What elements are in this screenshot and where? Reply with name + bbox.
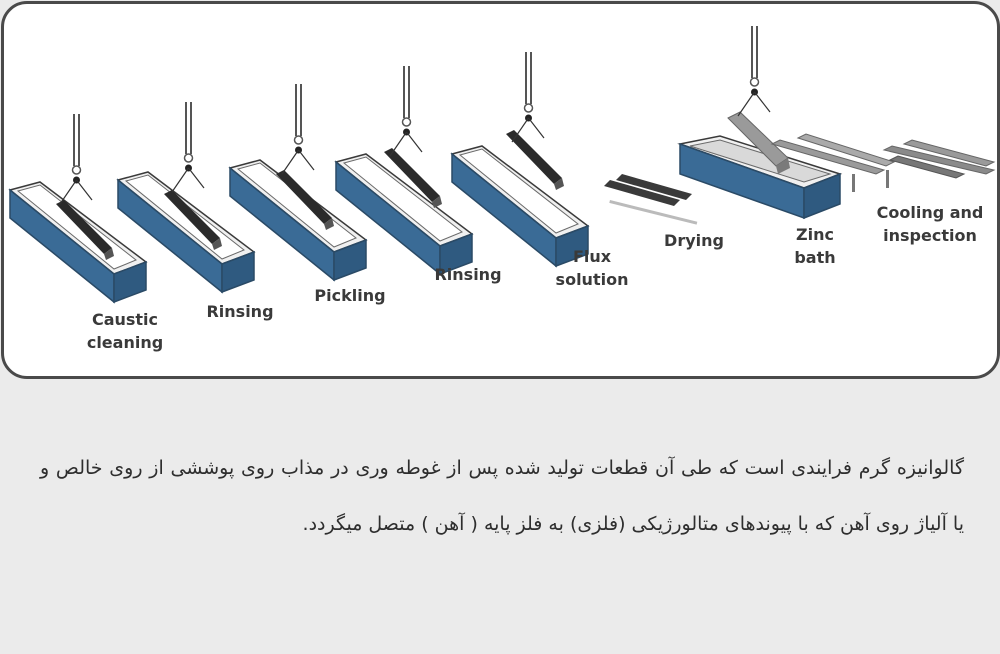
label-zinc-bath: Zinc bath <box>794 225 836 267</box>
label-rinsing-1: Rinsing <box>206 302 274 321</box>
label-flux-solution: Flux solution <box>555 247 629 289</box>
caption-text: گالوانیزه گرم فرایندی است که طی آن قطعات… <box>40 457 964 535</box>
hanger-zinc-bath <box>737 25 771 117</box>
label-drying: Drying <box>664 231 724 250</box>
process-diagram: Caustic cleaning Rinsing Pickling Rinsin… <box>1 1 1000 379</box>
label-rinsing-2: Rinsing <box>434 265 502 284</box>
hanger-pickling <box>281 83 315 175</box>
hanger-caustic-cleaning <box>59 113 93 205</box>
tank-zinc-bath <box>677 111 843 220</box>
cooling-beams <box>770 133 996 192</box>
label-caustic-cleaning: Caustic cleaning <box>86 310 164 352</box>
hanger-flux-solution <box>511 51 545 143</box>
drying-beams <box>604 174 698 225</box>
label-pickling: Pickling <box>314 286 386 305</box>
hanger-rinsing-1 <box>171 101 205 193</box>
label-cooling-inspection: Cooling and inspection <box>876 203 984 245</box>
hanger-rinsing-2 <box>389 65 423 157</box>
galvanizing-process-illustration <box>9 25 996 303</box>
